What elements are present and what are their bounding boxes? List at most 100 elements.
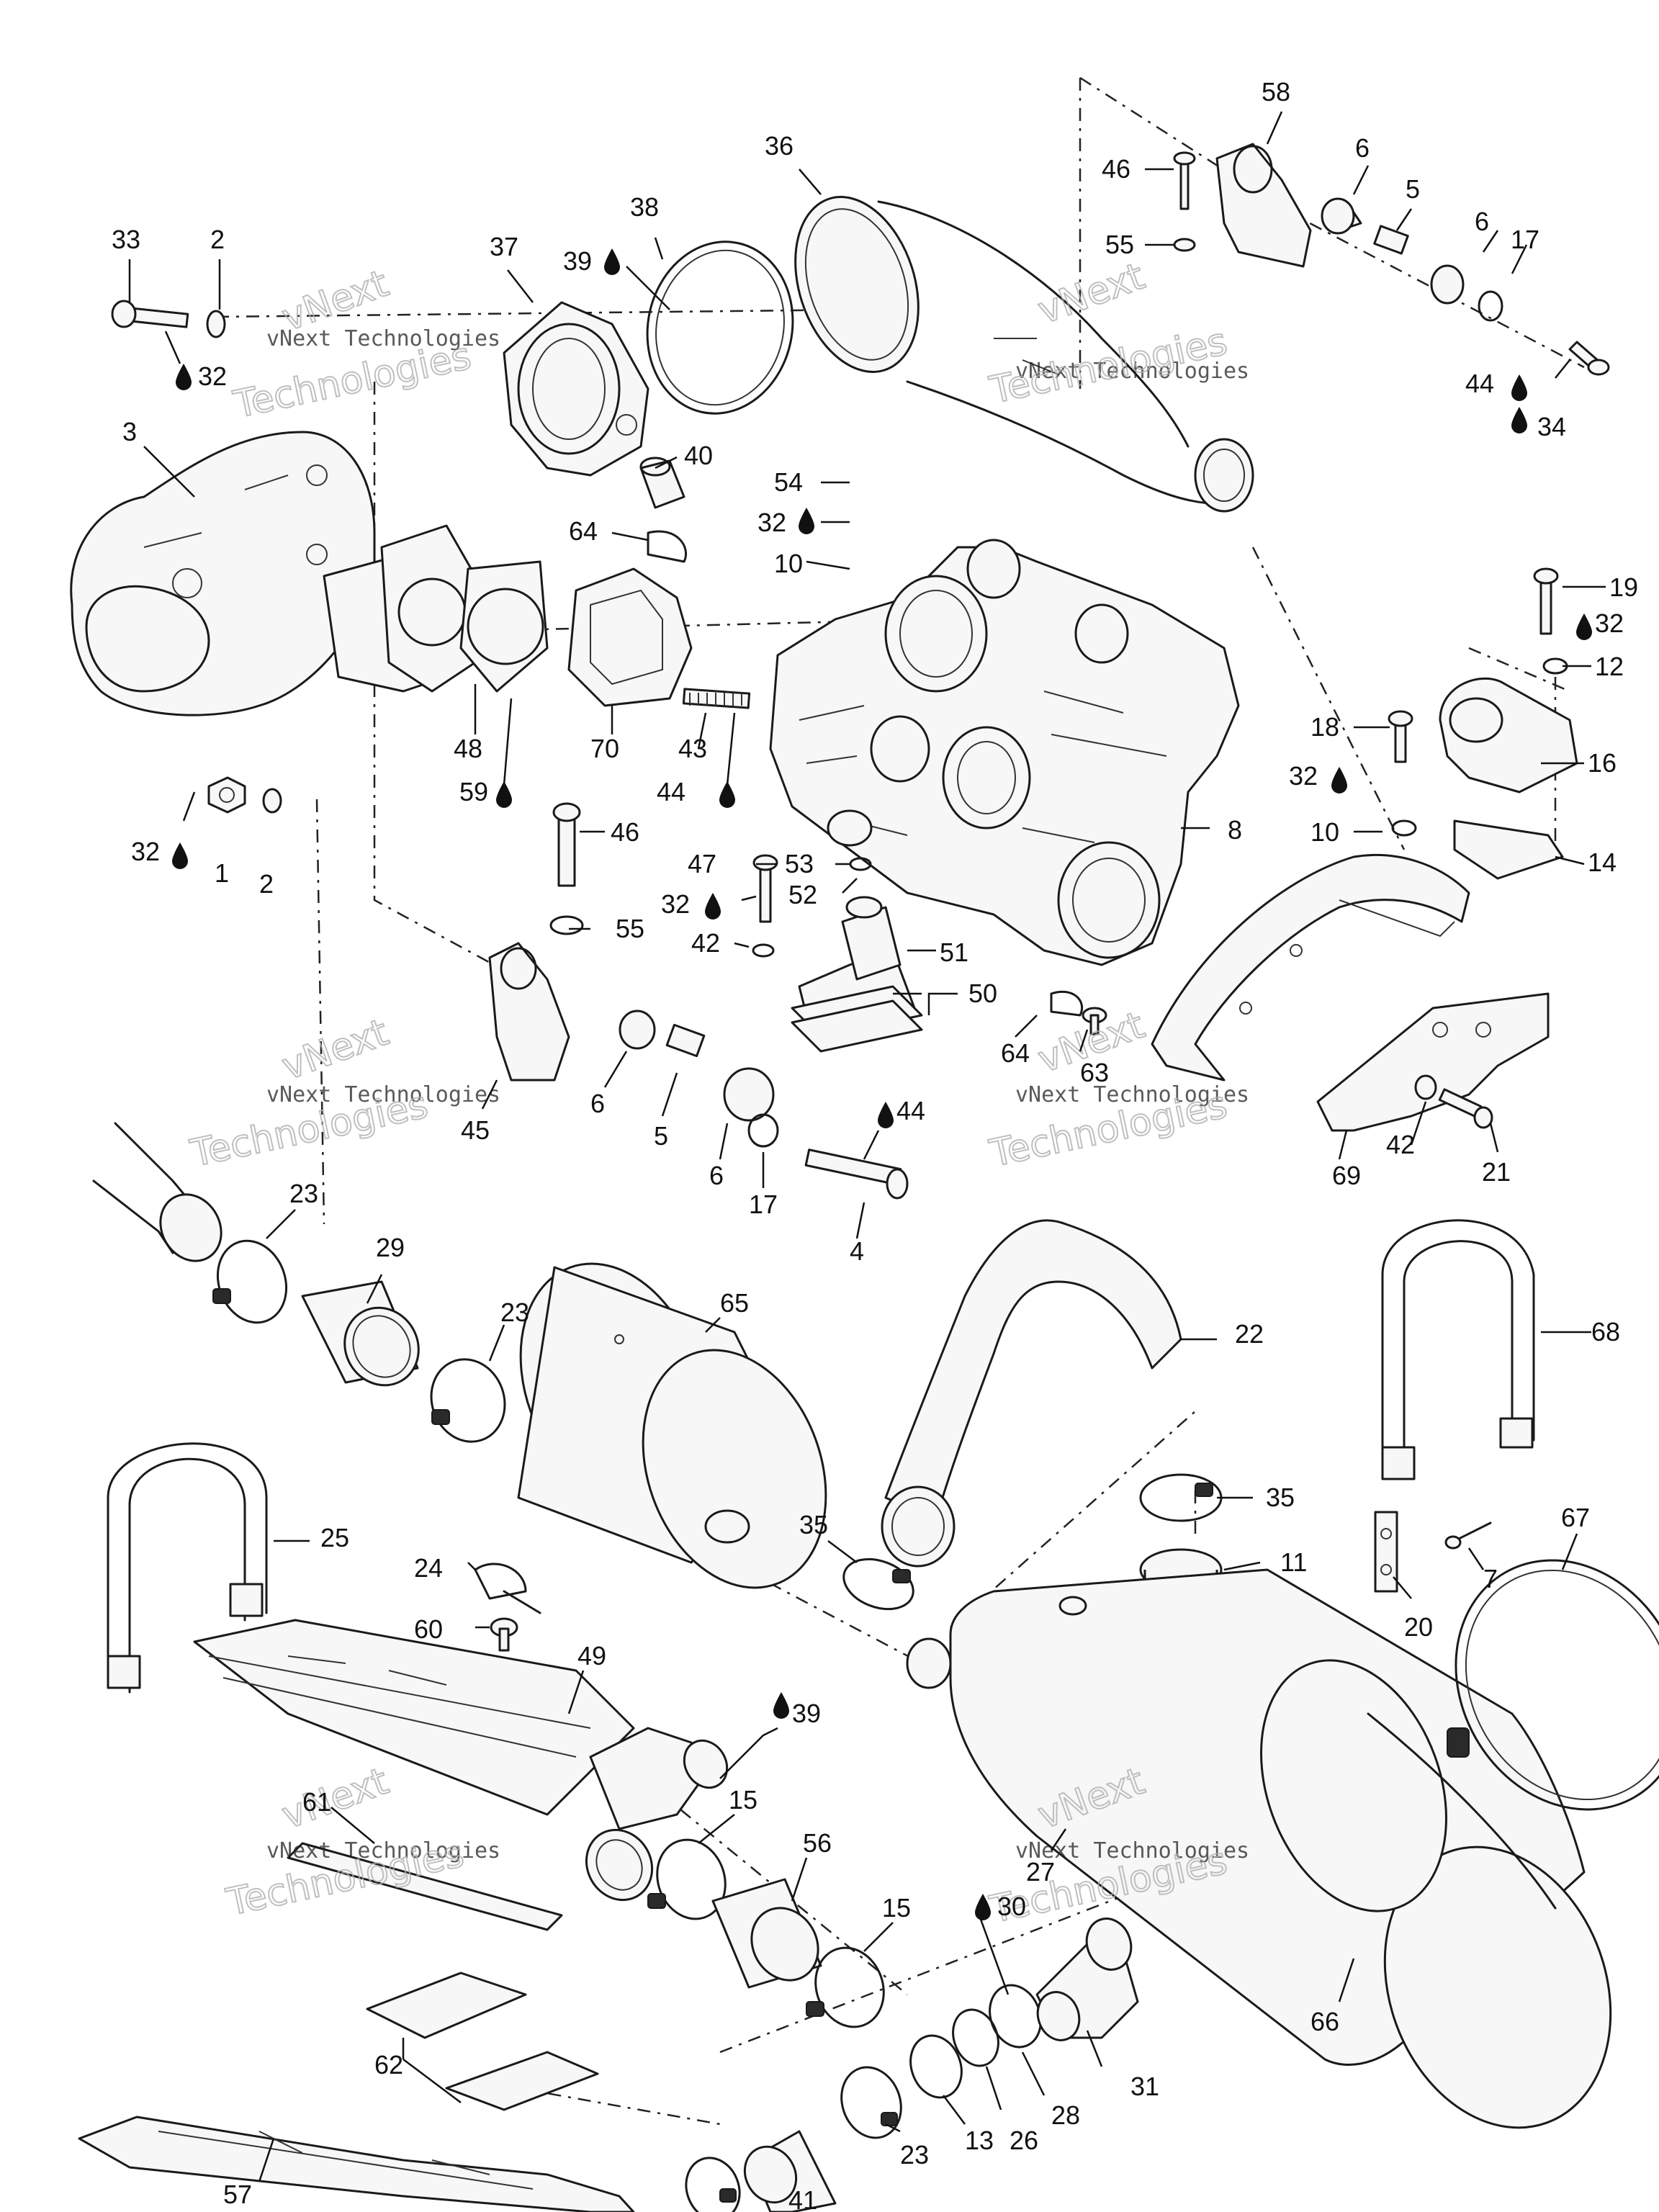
callout-2: 2 xyxy=(259,869,274,899)
callout-42: 42 xyxy=(1386,1130,1415,1159)
clamp-23-top xyxy=(212,1239,288,1324)
strap-25 xyxy=(107,1442,268,1694)
callout-25: 25 xyxy=(320,1523,349,1552)
callout-6: 6 xyxy=(709,1161,724,1190)
svg-text:vNext: vNext xyxy=(276,1760,394,1838)
callout-53: 53 xyxy=(785,849,814,878)
callout-31: 31 xyxy=(1130,2072,1159,2101)
coupler-29 xyxy=(301,1280,420,1387)
callout-68: 68 xyxy=(1591,1317,1620,1346)
right-mount xyxy=(1388,567,1578,880)
outlet-fitting-31 xyxy=(1035,1917,1139,2041)
o-ring-38 xyxy=(646,240,794,415)
callout-11: 11 xyxy=(1280,1547,1307,1577)
callout-26: 26 xyxy=(1010,2126,1038,2155)
o-ring-38-inner xyxy=(655,249,785,406)
exhaust-flange-37 xyxy=(503,301,649,477)
callout-35: 35 xyxy=(1266,1483,1295,1512)
callout-22: 22 xyxy=(1235,1319,1264,1349)
callout-19: 19 xyxy=(1609,572,1638,602)
callout-67: 67 xyxy=(1561,1503,1590,1532)
callout-21: 21 xyxy=(1482,1157,1511,1187)
hose-bundle-49 xyxy=(193,1619,729,1902)
callout-5: 5 xyxy=(654,1121,668,1151)
clamp-23-mid xyxy=(430,1358,506,1443)
callout-47: 47 xyxy=(688,849,716,878)
callout-46: 46 xyxy=(1102,154,1130,184)
drop-icon xyxy=(799,508,814,534)
callout-60: 60 xyxy=(414,1614,443,1644)
callout-6: 6 xyxy=(1355,133,1370,163)
callout-50: 50 xyxy=(968,979,997,1008)
callout-4: 4 xyxy=(850,1236,864,1266)
manifold-gaskets xyxy=(380,524,693,707)
ring-26 xyxy=(952,2008,999,2067)
washer-2-bottom xyxy=(262,788,282,814)
callout-32: 32 xyxy=(131,837,160,866)
callout-59: 59 xyxy=(459,777,488,806)
strap-68 xyxy=(1381,1219,1535,1480)
svg-text:vNext Technologies: vNext Technologies xyxy=(1015,359,1249,384)
callout-43: 43 xyxy=(678,734,707,763)
callout-39: 39 xyxy=(792,1699,821,1728)
callout-66: 66 xyxy=(1310,2007,1339,2036)
callout-32: 32 xyxy=(1289,761,1318,791)
callout-69: 69 xyxy=(1332,1161,1361,1190)
svg-text:vNext: vNext xyxy=(276,1011,394,1089)
callout-27: 27 xyxy=(1026,1857,1055,1887)
callout-64: 64 xyxy=(1001,1038,1030,1068)
svg-text:vNext Technologies: vNext Technologies xyxy=(1015,1838,1249,1863)
sleeve-41 xyxy=(743,2130,837,2212)
callout-70: 70 xyxy=(590,734,619,763)
drop-icon xyxy=(604,248,620,275)
callout-7: 7 xyxy=(1483,1564,1498,1593)
rivet-7 xyxy=(1444,1521,1492,1550)
callout-5: 5 xyxy=(1406,174,1420,204)
callout-23: 23 xyxy=(500,1298,529,1327)
sleeve-56 xyxy=(711,1878,822,1989)
callout-55: 55 xyxy=(1105,230,1134,259)
muffler-shell-65 xyxy=(517,1262,827,1589)
screw-60 xyxy=(490,1617,518,1652)
callout-49: 49 xyxy=(577,1641,606,1671)
clamp-15-left xyxy=(647,1838,727,1920)
drop-icon xyxy=(878,1102,894,1128)
drop-icon xyxy=(975,1894,991,1920)
upper-mount-bracket xyxy=(1173,143,1610,376)
callout-labels: 33 2 32 37 38 39 36 58 46 55 6 5 6 17 44… xyxy=(112,77,1638,2212)
watermark-mid-left: vNext vNext Technologies Technologies xyxy=(186,1010,500,1177)
lubricant-drop-icons xyxy=(172,248,1592,1920)
callout-12: 12 xyxy=(1595,652,1624,681)
bracket-69 xyxy=(1316,992,1550,1132)
callout-48: 48 xyxy=(454,734,482,763)
svg-text:vNext Technologies: vNext Technologies xyxy=(266,1082,500,1107)
drop-icon xyxy=(719,781,735,808)
washer-42-right xyxy=(1414,1074,1437,1100)
callout-63: 63 xyxy=(1080,1058,1109,1087)
drop-icon xyxy=(773,1692,789,1719)
drop-icon xyxy=(1576,613,1592,640)
callout-6: 6 xyxy=(1475,207,1489,236)
callout-39: 39 xyxy=(563,246,592,276)
callout-32: 32 xyxy=(1595,608,1624,638)
callout-29: 29 xyxy=(376,1233,405,1262)
leader-lines xyxy=(128,111,1606,2182)
muffler-66 xyxy=(906,1568,1612,2129)
callout-10: 10 xyxy=(774,549,803,578)
callout-62: 62 xyxy=(374,2050,403,2080)
svg-text:vNext Technologies: vNext Technologies xyxy=(266,1838,500,1863)
hose-57 xyxy=(78,2116,635,2212)
drop-icon xyxy=(705,893,721,920)
pad-61 xyxy=(287,1842,563,1931)
engine-block xyxy=(769,539,1240,966)
drop-icon xyxy=(1331,767,1347,793)
callout-18: 18 xyxy=(1310,712,1339,742)
callout-30: 30 xyxy=(997,1892,1026,1921)
callout-61: 61 xyxy=(302,1787,331,1817)
callout-44: 44 xyxy=(657,777,685,806)
callout-38: 38 xyxy=(630,192,659,222)
callout-32: 32 xyxy=(198,361,227,391)
sleeve-40 xyxy=(639,457,685,509)
exhaust-elbow-36 xyxy=(794,196,1254,513)
